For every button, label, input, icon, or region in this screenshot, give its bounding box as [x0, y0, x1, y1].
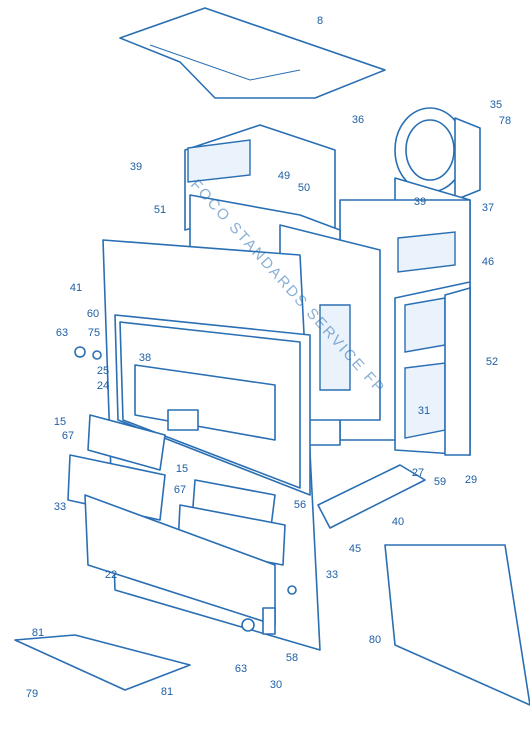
callout-27: 27	[412, 467, 424, 479]
callout-31: 31	[418, 405, 430, 417]
callout-46: 46	[482, 256, 494, 268]
small-fittings	[74, 346, 297, 635]
callout-38: 38	[139, 352, 151, 364]
callout-41: 41	[70, 282, 82, 294]
base-stand	[14, 634, 191, 691]
callout-22: 22	[105, 569, 117, 581]
callout-25: 25	[97, 365, 109, 377]
callout-39: 39	[414, 196, 426, 208]
callout-58: 58	[286, 652, 298, 664]
flue-collar	[394, 107, 481, 201]
callout-36: 36	[352, 114, 364, 126]
callout-40: 40	[392, 516, 404, 528]
callout-15: 15	[54, 416, 66, 428]
fire-grate	[134, 364, 276, 441]
mesh-spark-guard	[384, 544, 530, 706]
lower-front-panels	[67, 414, 286, 626]
callout-37: 37	[482, 202, 494, 214]
top-deflector-plate	[119, 7, 386, 99]
callout-layer: 8 35 78 36 39 37 49 50 51 39 46 41 60 63 75 38 52 25 24 31 1…	[26, 15, 511, 700]
callout-33: 33	[326, 569, 338, 581]
callout-67: 67	[62, 430, 74, 442]
callout-75: 75	[88, 327, 100, 339]
callout-39: 39	[130, 161, 142, 173]
side-door	[394, 281, 471, 456]
callout-51: 51	[154, 204, 166, 216]
callout-45: 45	[349, 543, 361, 555]
callout-49: 49	[278, 170, 290, 182]
callout-79: 79	[26, 688, 38, 700]
callout-56: 56	[294, 499, 306, 511]
callout-63: 63	[235, 663, 247, 675]
callout-30: 30	[270, 679, 282, 691]
callout-33: 33	[54, 501, 66, 513]
callout-50: 50	[298, 182, 310, 194]
callout-80: 80	[369, 634, 381, 646]
callout-81: 81	[32, 627, 44, 639]
callout-59: 59	[434, 476, 446, 488]
ash-tray	[317, 464, 426, 529]
callout-15: 15	[176, 463, 188, 475]
callout-29: 29	[465, 474, 477, 486]
callout-81: 81	[161, 686, 173, 698]
callout-8: 8	[317, 15, 323, 27]
callout-63: 63	[56, 327, 68, 339]
callout-60: 60	[87, 308, 99, 320]
callout-67: 67	[174, 484, 186, 496]
callout-35: 35	[490, 99, 502, 111]
callout-24: 24	[97, 380, 109, 392]
callout-78: 78	[499, 115, 511, 127]
callout-52: 52	[486, 356, 498, 368]
